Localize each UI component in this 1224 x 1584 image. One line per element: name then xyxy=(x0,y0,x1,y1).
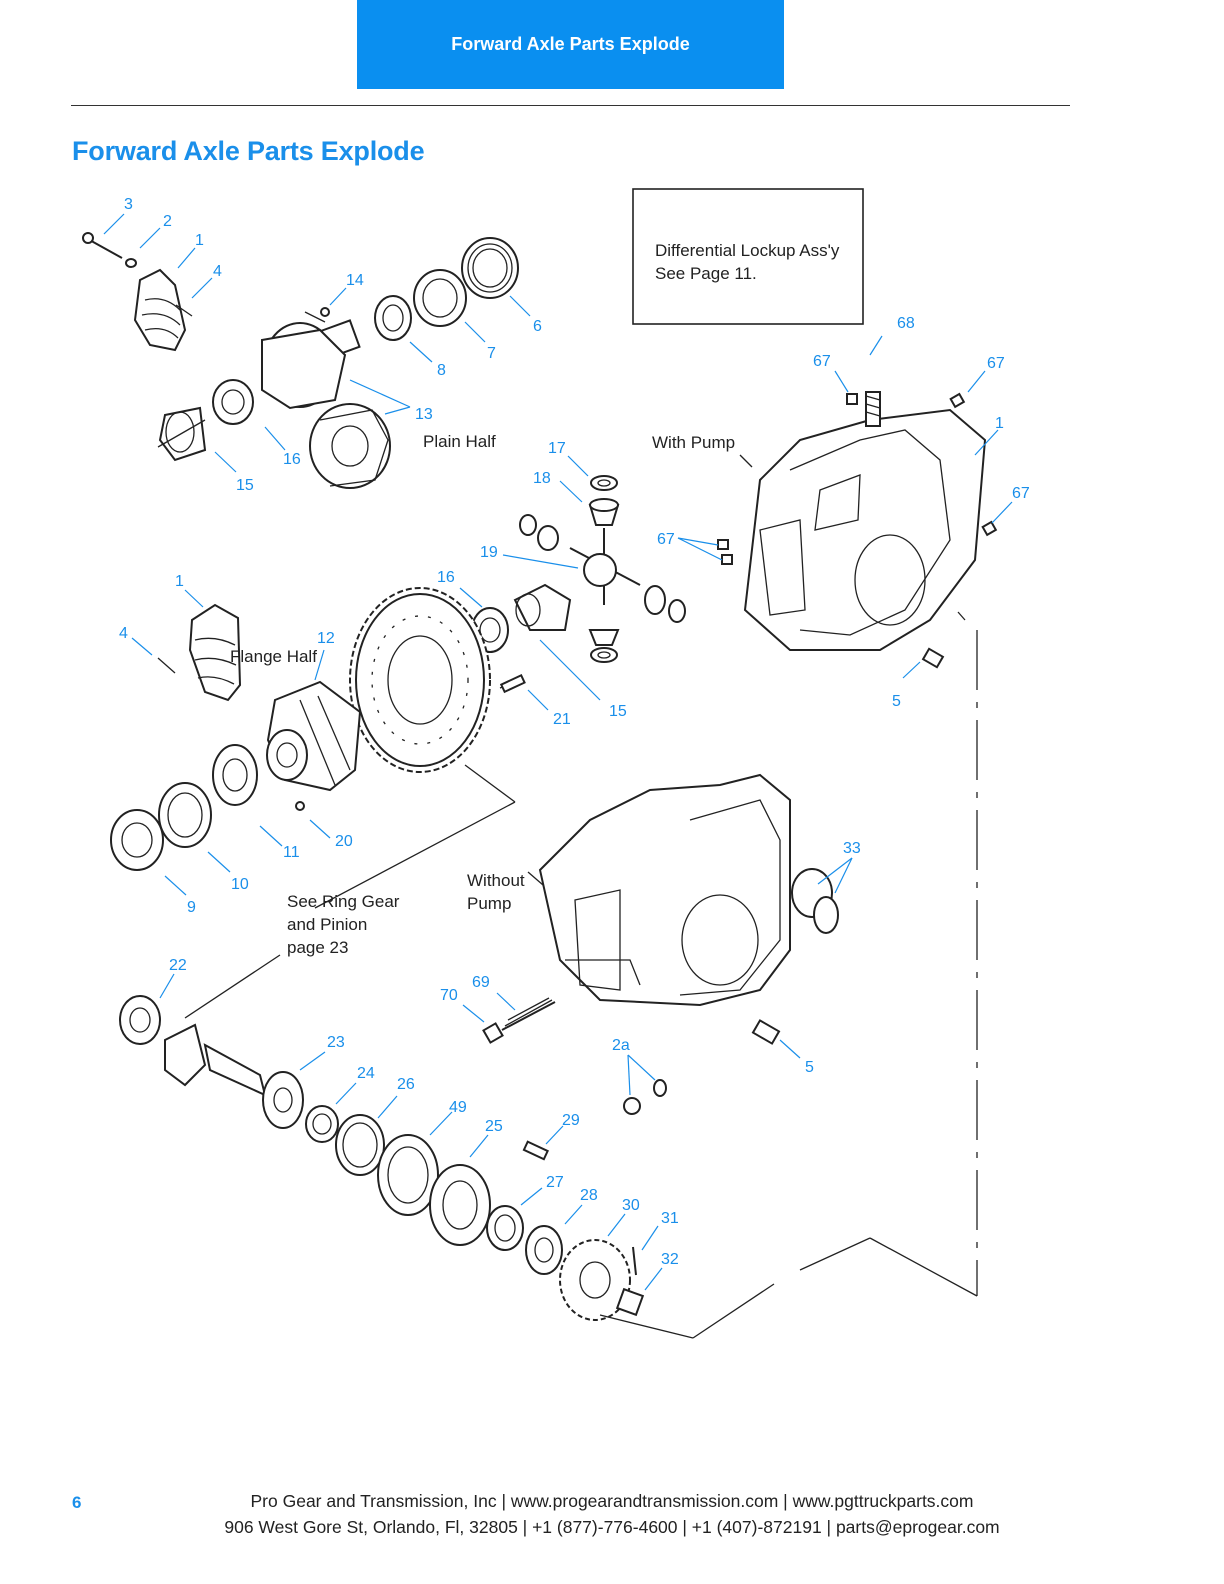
bearing-cup-and-cone-upper xyxy=(374,237,519,341)
footer-company-line: Pro Gear and Transmission, Inc | www.pro… xyxy=(250,1491,974,1511)
bearing-lower-set xyxy=(110,673,526,871)
callout-number: 67 xyxy=(1012,485,1030,502)
label-see-ring-gear-3: page 23 xyxy=(287,938,348,957)
callout-number: 2a xyxy=(612,1037,630,1054)
callout-number: 3 xyxy=(124,196,133,213)
callout-number: 5 xyxy=(805,1059,814,1076)
callout-number: 18 xyxy=(533,470,551,487)
bearing-cap-upper xyxy=(82,232,193,352)
callout-number: 13 xyxy=(415,406,433,423)
ring-gear xyxy=(349,587,491,773)
callout-number: 4 xyxy=(119,625,128,642)
differential-spider-assembly xyxy=(519,475,686,663)
callout-number: 31 xyxy=(661,1210,679,1227)
callout-number: 10 xyxy=(231,876,249,893)
callout-number: 1 xyxy=(195,232,204,249)
callout-number: 19 xyxy=(480,544,498,561)
side-gear-upper xyxy=(157,379,254,462)
callout-number: 11 xyxy=(283,844,300,861)
carrier-housing-with-pump xyxy=(717,391,998,669)
header-divider xyxy=(71,105,1070,106)
callout-number: 67 xyxy=(657,531,675,548)
callout-number: 4 xyxy=(213,263,222,280)
callout-number: 23 xyxy=(327,1034,345,1051)
callout-number: 12 xyxy=(317,630,335,647)
callout-number: 6 xyxy=(533,318,542,335)
callout-number: 14 xyxy=(346,272,364,289)
callout-number: 68 xyxy=(897,315,915,332)
callout-number: 27 xyxy=(546,1174,564,1191)
case-half-13 xyxy=(309,403,391,489)
callout-number: 21 xyxy=(553,711,571,728)
callout-number: 1 xyxy=(175,573,184,590)
label-with-pump: With Pump xyxy=(652,433,735,452)
callout-number: 67 xyxy=(813,353,831,370)
label-without-pump-2: Pump xyxy=(467,894,511,913)
page-number: 6 xyxy=(72,1493,82,1512)
callout-number: 9 xyxy=(187,899,196,916)
callout-number: 16 xyxy=(283,451,301,468)
callout-number: 49 xyxy=(449,1099,467,1116)
callout-number: 70 xyxy=(440,987,458,1004)
callout-number: 29 xyxy=(562,1112,580,1129)
callout-number: 30 xyxy=(622,1197,640,1214)
callout-number: 22 xyxy=(169,957,187,974)
bearing-cap-lower xyxy=(157,603,242,702)
lockup-note-box: Differential Lockup Ass'y See Page 11. xyxy=(632,188,864,325)
differential-case-plain-half xyxy=(261,307,361,410)
callout-number: 2 xyxy=(163,213,172,230)
callout-number: 32 xyxy=(661,1251,679,1268)
callout-number: 33 xyxy=(843,840,861,857)
note-line-2: See Page 11. xyxy=(655,264,757,283)
callout-number: 28 xyxy=(580,1187,598,1204)
callout-number: 17 xyxy=(548,440,566,457)
assembly-guide-lines xyxy=(184,454,978,1339)
callout-leader-lines xyxy=(103,213,1013,1291)
callout-number: 8 xyxy=(437,362,446,379)
flange-half-case xyxy=(266,680,362,792)
callout-number: 26 xyxy=(397,1076,415,1093)
label-plain-half: Plain Half xyxy=(423,432,496,451)
label-without-pump-1: Without xyxy=(467,871,525,890)
carrier-housing-without-pump xyxy=(482,773,839,1115)
side-gear-lower xyxy=(471,583,572,653)
pinion-assembly xyxy=(119,995,645,1321)
header-tab-title: Forward Axle Parts Explode xyxy=(357,0,784,89)
callout-number: 15 xyxy=(609,703,627,720)
callout-number: 69 xyxy=(472,974,490,991)
page-title: Forward Axle Parts Explode xyxy=(72,136,425,166)
callout-number: 16 xyxy=(437,569,455,586)
label-see-ring-gear-2: and Pinion xyxy=(287,915,367,934)
note-line-1: Differential Lockup Ass'y xyxy=(655,241,840,260)
callout-number: 15 xyxy=(236,477,254,494)
callout-number: 20 xyxy=(335,833,353,850)
callout-number: 5 xyxy=(892,693,901,710)
callout-number: 67 xyxy=(987,355,1005,372)
footer-address-line: 906 West Gore St, Orlando, Fl, 32805 | +… xyxy=(224,1517,1000,1537)
callout-number: 25 xyxy=(485,1118,503,1135)
callout-number: 24 xyxy=(357,1065,375,1082)
label-see-ring-gear-1: See Ring Gear xyxy=(287,892,400,911)
label-flange-half: Flange Half xyxy=(230,647,317,666)
callout-number: 1 xyxy=(995,415,1004,432)
callout-number: 7 xyxy=(487,345,496,362)
